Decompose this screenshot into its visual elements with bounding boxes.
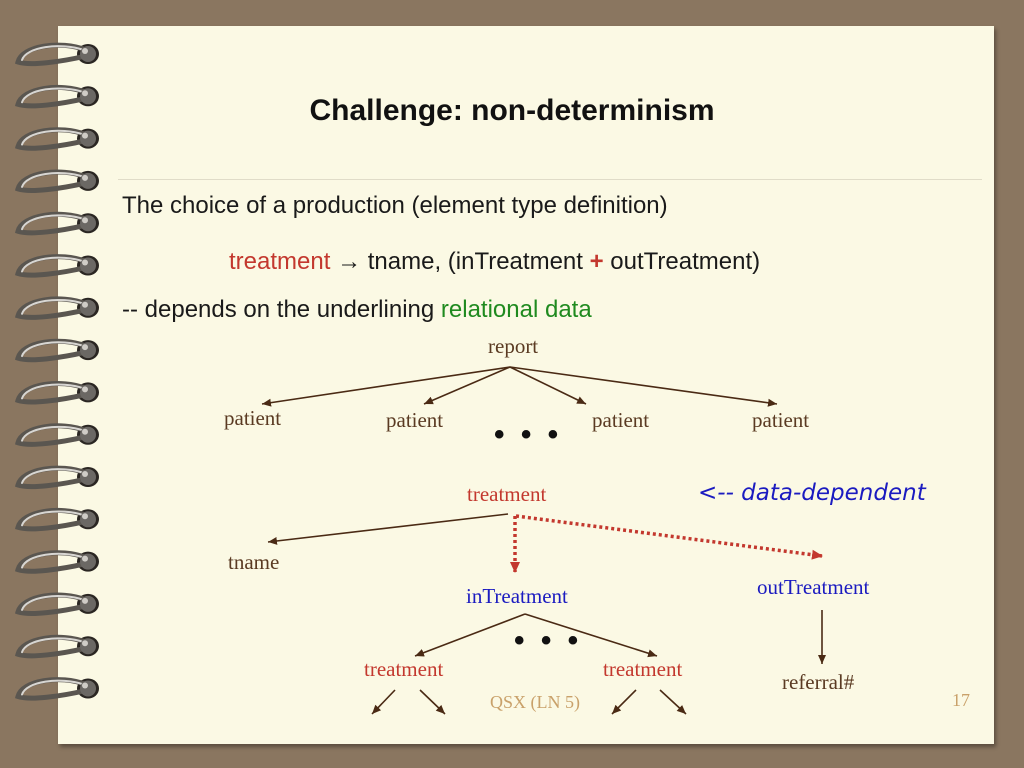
binding-ring: [15, 507, 99, 532]
data-dependent-label: <-- data-dependent: [698, 480, 926, 506]
binding-ring: [15, 296, 99, 320]
node-treatment: treatment: [467, 482, 547, 506]
binding-ring: [15, 84, 99, 109]
binding-ring: [15, 254, 99, 278]
ellipsis-patients: • • •: [494, 418, 563, 451]
binding-ring: [15, 465, 99, 490]
node-child-treatment-2: treatment: [603, 657, 683, 681]
node-tname: tname: [228, 550, 280, 574]
binding-ring: [15, 634, 99, 659]
footer-label: QSX (LN 5): [490, 692, 580, 712]
binding-ring: [15, 592, 99, 616]
dashed-edge-outtreatment: [515, 514, 823, 560]
edge-report-patient-3: [509, 366, 587, 405]
ellipsis-treatments: • • •: [514, 624, 583, 657]
slide-title: Challenge: non-determinism: [309, 94, 715, 127]
node-referral: referral#: [782, 670, 855, 694]
node-patient-3: patient: [592, 408, 650, 432]
dependency-line: -- depends on the underlining relational…: [122, 296, 592, 324]
edge-stub-2b: [659, 689, 687, 715]
binding-ring: [15, 550, 99, 574]
edge-report-patient-2: [423, 366, 511, 405]
dependency-highlight: relational data: [440, 296, 592, 323]
binding-ring: [15, 338, 99, 363]
production-rhs-a: tname, (inTreatment: [367, 248, 583, 275]
binding-ring: [15, 423, 99, 447]
intro-line: The choice of a production (element type…: [122, 192, 668, 219]
edge-report-patient-4: [509, 366, 778, 407]
production-rule: treatment → tname, (inTreatment + outTre…: [229, 248, 760, 276]
node-report: report: [488, 334, 539, 358]
binding-ring: [15, 42, 99, 67]
edge-intreatment-treatment-1: [414, 613, 526, 657]
node-child-treatment-1: treatment: [364, 657, 444, 681]
edge-stub-1a: [371, 689, 396, 715]
binding-ring: [15, 211, 99, 236]
node-patient-2: patient: [386, 408, 444, 432]
edge-intreatment-treatment-2: [524, 613, 658, 658]
spiral-binding: [15, 42, 99, 701]
node-patient-4: patient: [752, 408, 810, 432]
title-divider: [118, 179, 982, 180]
node-intreatment: inTreatment: [466, 584, 568, 608]
node-patient-1: patient: [224, 406, 282, 430]
binding-ring: [15, 677, 99, 701]
edge-treatment-tname: [267, 513, 509, 545]
production-rhs-b: outTreatment): [610, 248, 761, 275]
slide-paper: [58, 26, 994, 744]
binding-ring: [15, 169, 99, 193]
edge-stub-1b: [419, 689, 446, 715]
production-arrow: →: [337, 248, 362, 275]
production-plus: +: [589, 248, 604, 275]
page-number: 17: [952, 690, 970, 710]
edge-report-patient-1: [261, 366, 511, 407]
binding-ring: [15, 127, 99, 151]
production-lhs: treatment: [229, 248, 331, 275]
node-outtreatment: outTreatment: [757, 575, 870, 599]
edge-stub-2a: [611, 689, 637, 715]
dependency-prefix: -- depends on the underlining: [122, 296, 435, 323]
binding-ring: [15, 381, 99, 405]
